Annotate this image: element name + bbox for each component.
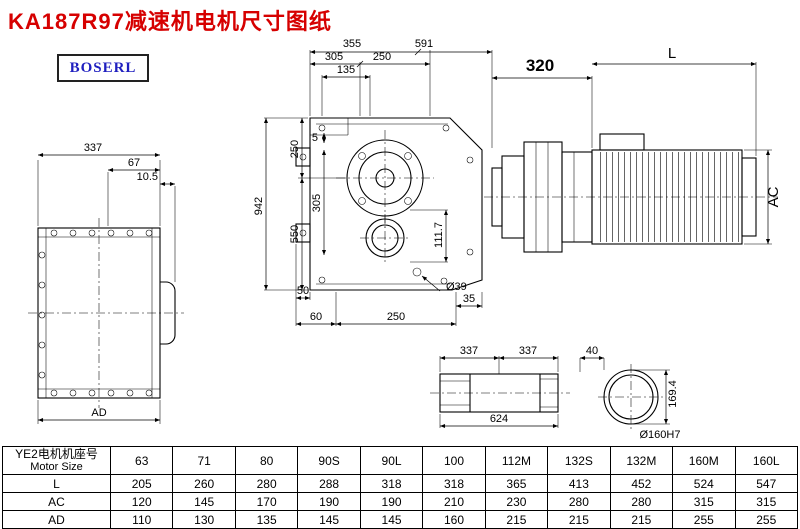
motor-size-table: YE2电机机座号 Motor Size 63 71 80 90S 90L 100…: [2, 446, 799, 529]
table-cell: 280: [547, 492, 611, 511]
table-cell: 215: [609, 510, 674, 529]
table-cell: 255: [672, 510, 736, 529]
col-header: 160M: [672, 446, 736, 475]
table-cell: 170: [234, 492, 299, 511]
dim-AC: AC: [765, 186, 782, 207]
table-header-row: YE2电机机座号 Motor Size 63 71 80 90S 90L 100…: [2, 446, 799, 475]
table-cell: 145: [359, 510, 424, 529]
table-cell: 215: [484, 510, 549, 529]
dim-60: 60: [310, 311, 322, 323]
dim-305-left: 305: [311, 194, 323, 212]
dim-10-5: 10.5: [137, 171, 158, 183]
col-header: 80: [234, 446, 299, 475]
table-cell: 110: [109, 510, 174, 529]
table-cell: 288: [297, 474, 361, 493]
dim-d39: Ø39: [446, 281, 467, 293]
table-header-cn: YE2电机机座号: [15, 446, 98, 461]
table-cell: 452: [609, 474, 674, 493]
dim-67: 67: [128, 157, 140, 169]
table-cell: 215: [547, 510, 611, 529]
brand-logo-text: BOSERL: [69, 59, 137, 76]
dim-591: 591: [415, 38, 433, 50]
table-header-en: Motor Size: [30, 461, 83, 474]
dim-50-bottom: 50: [297, 285, 309, 297]
col-header: 112M: [484, 446, 549, 475]
table-cell: 190: [359, 492, 424, 511]
dim-135: 135: [337, 64, 355, 76]
col-header: 100: [422, 446, 486, 475]
table-row-AD: AD 110 130 135 145 145 160 215 215 215 2…: [2, 510, 799, 529]
col-header: 160L: [734, 446, 799, 475]
dim-AD: AD: [91, 407, 106, 419]
table-cell: 210: [422, 492, 486, 511]
dim-d160H7: Ø160H7: [640, 429, 681, 441]
table-cell: 315: [734, 492, 799, 511]
table-cell: 318: [422, 474, 486, 493]
dim-169-4: 169.4: [667, 380, 679, 408]
table-cell: 413: [547, 474, 611, 493]
table-header-label: YE2电机机座号 Motor Size: [2, 446, 111, 475]
dim-305-top: 305: [325, 51, 343, 63]
table-cell: 524: [672, 474, 736, 493]
dim-250-bottom: 250: [387, 311, 405, 323]
table-cell: 145: [297, 510, 361, 529]
dim-337-shaft-a: 337: [460, 345, 478, 357]
dim-320: 320: [526, 56, 554, 75]
table-cell: 135: [234, 510, 299, 529]
table-cell: 230: [484, 492, 549, 511]
dim-550: 550: [289, 225, 301, 243]
motor-side-view: 320 L AC: [484, 45, 782, 253]
row-label: L: [2, 474, 111, 493]
col-header: 90S: [297, 446, 361, 475]
table-cell: 365: [484, 474, 549, 493]
dim-250-top: 250: [373, 51, 391, 63]
table-cell: 318: [359, 474, 424, 493]
dim-40: 40: [586, 345, 598, 357]
table-cell: 130: [172, 510, 236, 529]
table-cell: 145: [172, 492, 236, 511]
hollow-shaft-end-view: 169.4 Ø160H7: [598, 364, 680, 441]
technical-drawing: 337 67 10.5 AD: [28, 38, 782, 441]
left-side-view: 337 67 10.5 AD: [28, 142, 184, 424]
dim-355: 355: [343, 38, 361, 50]
table-cell: 160: [422, 510, 486, 529]
dim-L: L: [668, 45, 676, 62]
brand-logo: BOSERL: [57, 54, 149, 82]
table-cell: 190: [297, 492, 361, 511]
dim-5: 5: [312, 132, 318, 144]
dim-337-shaft-b: 337: [519, 345, 537, 357]
dim-111-7: 111.7: [433, 222, 445, 248]
col-header: 132S: [547, 446, 611, 475]
table-row-AC: AC 120 145 170 190 190 210 230 280 280 3…: [2, 492, 799, 511]
table-cell: 547: [734, 474, 799, 493]
shaft-detail-view: 337 337 40 624: [430, 345, 605, 429]
dim-942: 942: [253, 197, 265, 215]
row-label: AD: [2, 510, 111, 529]
dim-337-left-view: 337: [84, 142, 102, 154]
table-cell: 280: [234, 474, 299, 493]
table-cell: 255: [734, 510, 799, 529]
col-header: 71: [172, 446, 236, 475]
table-cell: 205: [109, 474, 174, 493]
dim-250-left: 250: [289, 140, 301, 158]
row-label: AC: [2, 492, 111, 511]
main-front-view: 355 591 305 250 135 942 250 550 5 305 11…: [253, 38, 493, 327]
table-cell: 120: [109, 492, 174, 511]
table-cell: 260: [172, 474, 236, 493]
col-header: 132M: [609, 446, 674, 475]
table-row-L: L 205 260 280 288 318 318 365 413 452 52…: [2, 474, 799, 493]
col-header: 63: [109, 446, 174, 475]
col-header: 90L: [359, 446, 424, 475]
page-title: KA187R97减速机电机尺寸图纸: [8, 9, 332, 34]
table-cell: 315: [672, 492, 736, 511]
dim-624: 624: [490, 413, 508, 425]
dim-35: 35: [463, 293, 475, 305]
table-cell: 280: [609, 492, 674, 511]
